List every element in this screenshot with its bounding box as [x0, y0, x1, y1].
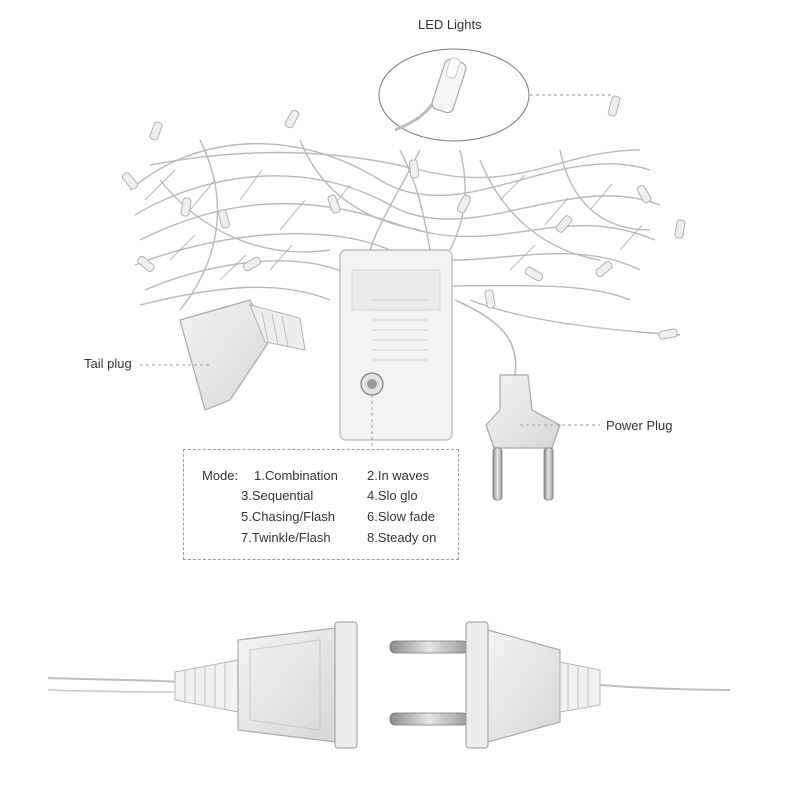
- mode-item: 3.Sequential: [241, 488, 314, 503]
- bottom-plug-connector: [389, 621, 731, 749]
- bottom-socket-connector: [47, 621, 358, 749]
- mode-heading: Mode:: [202, 468, 239, 483]
- led-lights-label: LED Lights: [418, 17, 482, 32]
- mode-item: 7.Twinkle/Flash: [241, 530, 331, 545]
- mode-item: 1.Combination: [254, 468, 338, 483]
- controller-box: [339, 249, 453, 441]
- mode-list-box: Mode: 1.Combination 2.In waves 3.Sequent…: [183, 449, 459, 560]
- led-bulbs: [121, 95, 686, 340]
- mode-item: 5.Chasing/Flash: [241, 509, 335, 524]
- mode-item: 8.Steady on: [367, 530, 437, 545]
- tail-plug-label: Tail plug: [84, 356, 132, 371]
- mode-item: 4.Slo glo: [367, 488, 418, 503]
- mode-item: 2.In waves: [367, 468, 430, 483]
- power-plug-label: Power Plug: [606, 418, 673, 433]
- power-plug: [485, 374, 561, 501]
- tail-plug: [179, 299, 306, 411]
- mode-item: 6.Slow fade: [367, 509, 435, 524]
- led-zoom-circle: [378, 48, 530, 142]
